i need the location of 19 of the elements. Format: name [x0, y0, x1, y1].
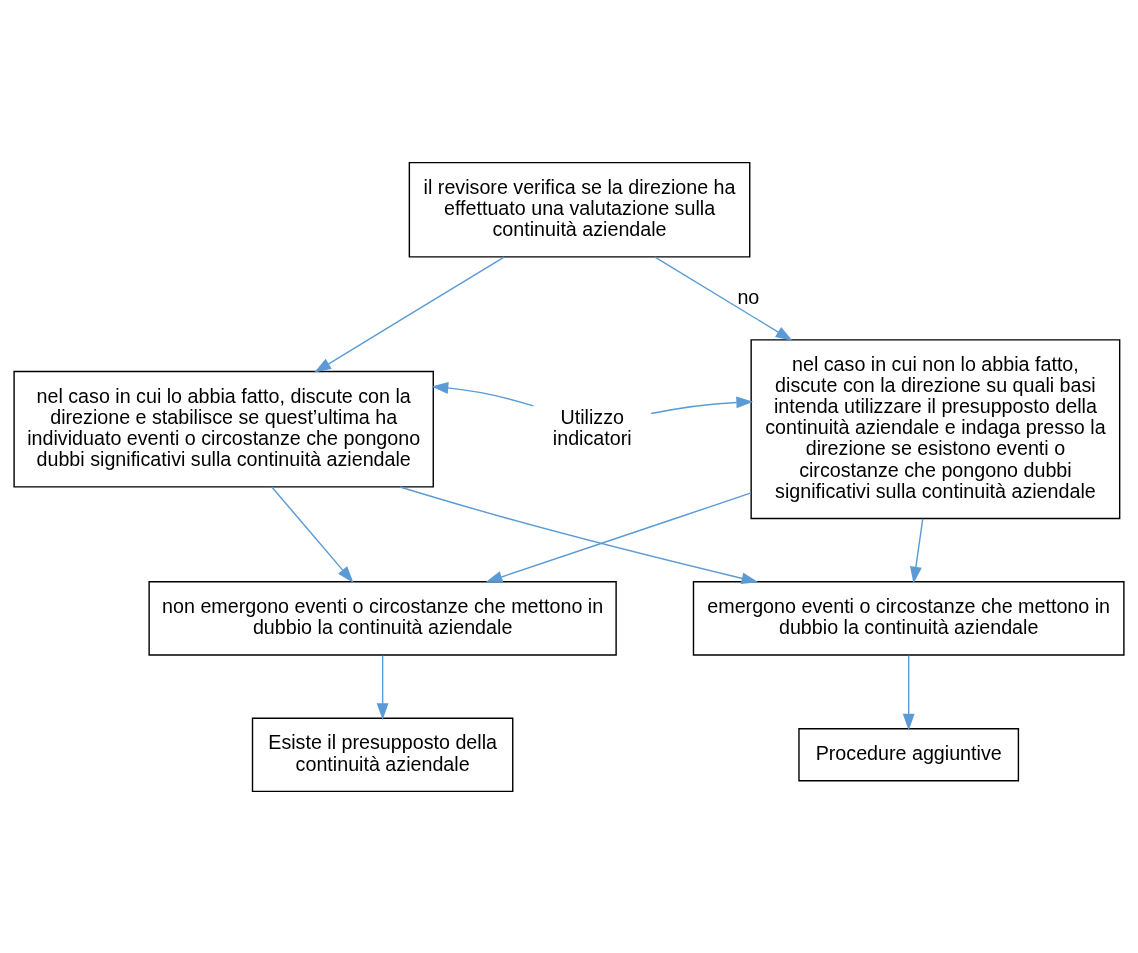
arrow: [376, 654, 389, 720]
node-box: nel caso in cui non lo abbia fatto, discute con la direzione su quali basi intenda utilizzare il presupposto della continuità aziendale e indaga presso la direzione se esistono eventi o circostanze che pongono dubbi significativi sulla continuità aziendale: [750, 338, 1121, 519]
arrow: [431, 381, 534, 407]
arrow: [271, 485, 354, 583]
arrow: [910, 517, 924, 584]
node-box: il revisore verifica se la direzione ha effettuato una valutazione sulla continuità aziendale: [408, 161, 751, 258]
arrow: [314, 255, 505, 373]
edge-label: no: [737, 285, 760, 308]
node-box: emergono eventi o circostanze che mettono in dubbio la continuità aziendale: [692, 580, 1125, 656]
node-text: Utilizzo indicatori: [552, 405, 632, 449]
arrow: [485, 491, 752, 583]
node-box: non emergono eventi o circostanze che mettono in dubbio la continuità aziendale: [148, 580, 617, 656]
arrow: [399, 485, 759, 584]
arrow: [902, 654, 915, 731]
node-box: Esiste il presupposto della continuità aziendale: [251, 717, 514, 792]
arrow: [654, 255, 793, 341]
node-box: nel caso in cui lo abbia fatto, discute con la direzione e stabilisce se quest’ultima ha individuato eventi o circostanze che pongono dubbi significativi sulla continuità aziendale: [13, 370, 434, 488]
node-box: Procedure aggiuntive: [798, 727, 1020, 782]
arrow: [650, 396, 754, 414]
